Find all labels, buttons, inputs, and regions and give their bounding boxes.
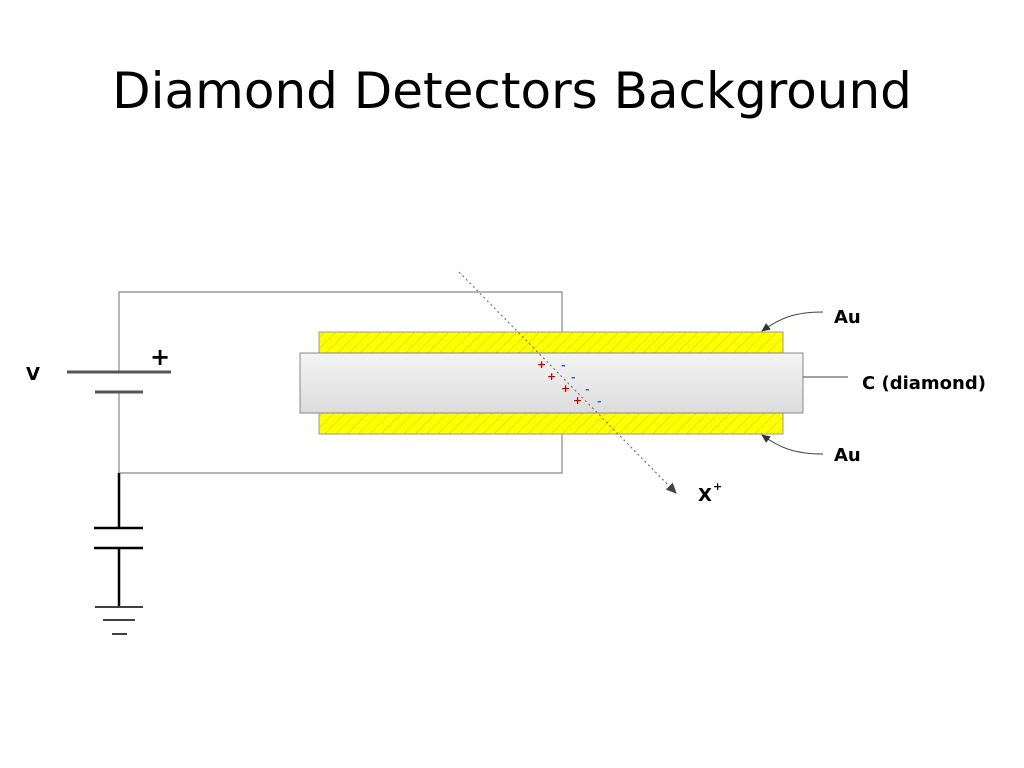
top-au-label: Au: [834, 307, 861, 328]
ground-icon: [95, 606, 143, 635]
top-wire: [118, 291, 563, 372]
battery-symbol: [67, 370, 171, 394]
slide-title: Diamond Detectors Background: [112, 62, 912, 120]
battery-plus-sign: +: [150, 343, 170, 371]
diamond-layer: [299, 352, 804, 414]
hole-charge: +: [537, 358, 546, 371]
bottom-au-leader: [761, 434, 824, 455]
hole-charge: +: [561, 382, 570, 395]
hole-charge: +: [547, 370, 556, 383]
particle-track: [458, 271, 677, 494]
electron-charge: -: [561, 359, 566, 372]
hole-charge: +: [573, 394, 582, 407]
electron-charge: -: [597, 395, 602, 408]
particle-label: X: [698, 485, 712, 506]
capacitor-symbol: [94, 473, 143, 606]
electron-charge: -: [585, 383, 590, 396]
bottom-wire: [118, 392, 563, 474]
bottom-au-label: Au: [834, 445, 861, 466]
bottom-gold-electrode: [318, 411, 784, 435]
particle-charge-superscript: +: [713, 480, 722, 493]
charge-pairs: + - + - + - + -: [537, 358, 602, 408]
electron-charge: -: [571, 371, 576, 384]
diamond-label: C (diamond): [862, 373, 986, 394]
top-gold-electrode: [318, 331, 784, 355]
top-au-leader: [761, 311, 824, 332]
circuit-wires: [118, 291, 563, 474]
battery-voltage-label: V: [26, 364, 40, 385]
